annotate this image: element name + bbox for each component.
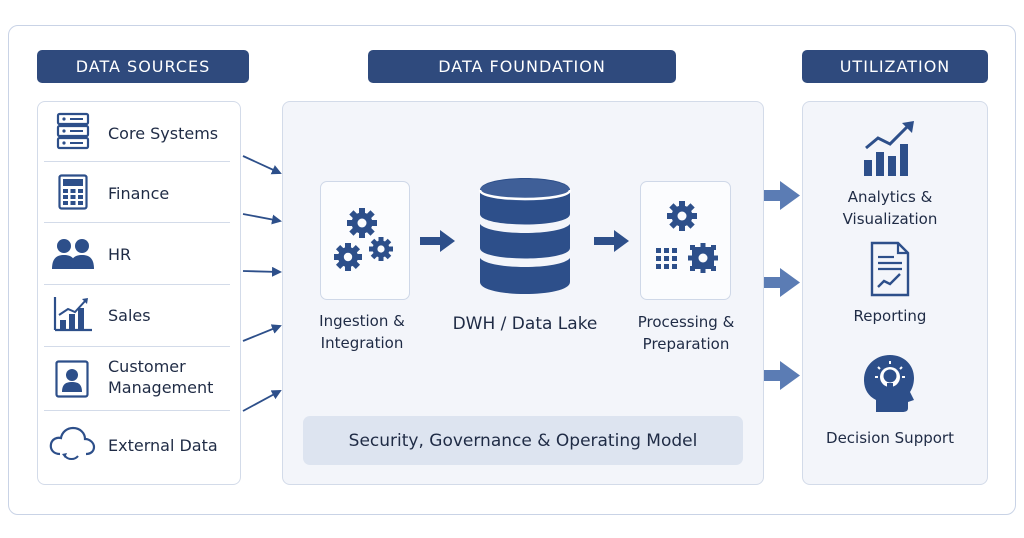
utilization-label: Reporting [853, 307, 927, 325]
header-utilization: UTILIZATION [802, 50, 988, 83]
row-divider [44, 410, 230, 411]
utilization-label: Analytics & Visualization [842, 188, 938, 228]
source-label: Customer Management [108, 357, 214, 397]
flow-arrow [242, 266, 282, 277]
analytics-chart-icon [864, 121, 914, 176]
processing-box [640, 181, 731, 300]
people-icon [52, 239, 94, 269]
calculator-icon [58, 174, 88, 210]
flow-arrow [764, 181, 800, 210]
database-icon [478, 178, 572, 294]
gears-icon [334, 208, 393, 271]
processing-gear-icon [656, 201, 718, 273]
flow-arrow [594, 230, 629, 252]
flow-arrow [242, 390, 282, 412]
source-label: Core Systems [108, 124, 219, 143]
data-sources-panel [37, 101, 241, 485]
ingestion-box [320, 181, 410, 300]
cloud-icon [49, 426, 96, 460]
storage-label: DWH / Data Lake [452, 314, 598, 334]
report-document-icon [870, 241, 910, 297]
bar-chart-icon [53, 297, 92, 332]
header-data-foundation: DATA FOUNDATION [368, 50, 676, 83]
server-icon [56, 112, 90, 150]
source-label: External Data [108, 436, 218, 455]
row-divider [44, 346, 230, 347]
flow-arrow [242, 324, 282, 342]
row-divider [44, 161, 230, 162]
ingestion-label: Ingestion & Integration [319, 312, 405, 352]
source-label: Sales [108, 306, 151, 325]
customer-profile-icon [55, 360, 89, 398]
header-data-sources: DATA SOURCES [37, 50, 249, 83]
flow-arrow [764, 361, 800, 390]
governance-bar: Security, Governance & Operating Model [303, 416, 743, 465]
flow-arrow [420, 230, 455, 252]
row-divider [44, 284, 230, 285]
processing-label: Processing & Preparation [637, 313, 735, 353]
row-divider [44, 222, 230, 223]
head-lightbulb-icon [864, 355, 914, 412]
source-label: HR [108, 245, 132, 264]
flow-arrow [242, 155, 282, 175]
flow-arrow [764, 268, 800, 297]
flow-arrow [242, 213, 282, 225]
utilization-label: Decision Support [826, 429, 954, 447]
source-label: Finance [108, 184, 170, 203]
